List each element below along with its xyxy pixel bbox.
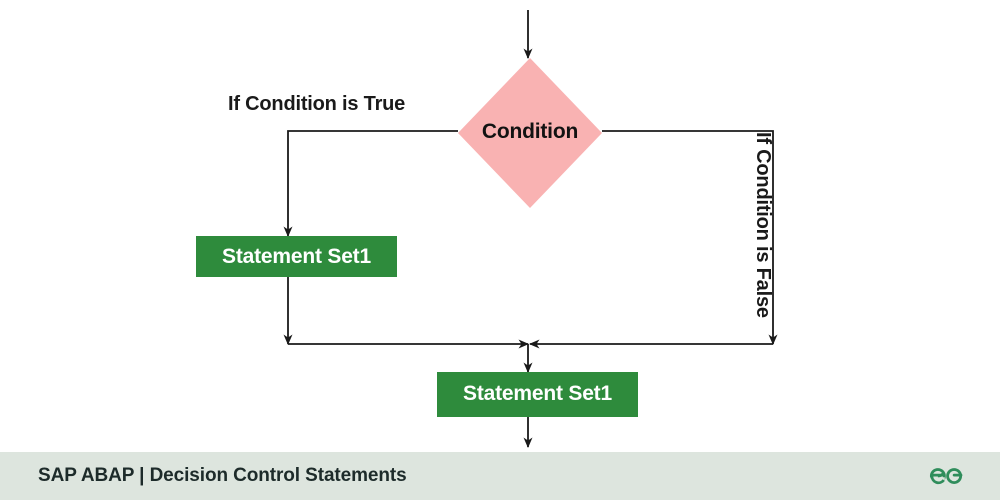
footer-bar: SAP ABAP | Decision Control Statements (0, 452, 1000, 500)
edge-false-branch (602, 130, 778, 345)
statement-set-true-label: Statement Set1 (222, 245, 371, 268)
edge-true-branch (283, 130, 458, 237)
geeksforgeeks-logo (929, 468, 963, 485)
edge-label-if-condition-true: If Condition is True (228, 93, 406, 115)
statement-box-after (437, 372, 638, 417)
statement-set-after-label: Statement Set1 (463, 382, 612, 405)
statement-box-true (196, 236, 397, 277)
condition-node-label: Condition (481, 120, 579, 143)
footer-title: SAP ABAP | Decision Control Statements (38, 465, 407, 486)
condition-diamond (458, 58, 602, 208)
edge-label-if-condition-false: If Condition is False (752, 132, 774, 318)
